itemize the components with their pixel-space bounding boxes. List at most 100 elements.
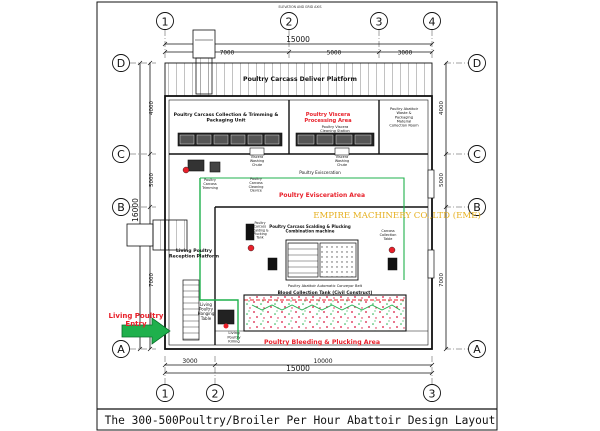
axis-label-right-D: D xyxy=(473,57,481,70)
dim-tick xyxy=(443,151,449,157)
dim-right-seg-1: 4000 xyxy=(439,101,445,115)
dim-tick xyxy=(429,362,435,368)
axis-bubble-left-A xyxy=(112,340,130,358)
axis-label-bottom-3: 3 xyxy=(429,388,436,401)
axis-label-left-A: A xyxy=(117,343,125,356)
blood-tank-conveyor xyxy=(251,304,401,311)
dim-tick xyxy=(147,151,153,157)
equipment xyxy=(121,29,407,345)
dim-tick xyxy=(286,49,292,55)
drawing-title: The 300-500Poultry/Broiler Per Hour Abat… xyxy=(105,414,496,427)
entry-stairs xyxy=(182,279,200,341)
dim-tick xyxy=(162,370,168,376)
dim-tick xyxy=(443,346,449,352)
dim-bottom-seg-2: 10000 xyxy=(313,358,332,365)
axis-bubble-right-D xyxy=(468,54,486,72)
dim-tick xyxy=(162,362,168,368)
green-overhead-line xyxy=(200,177,405,280)
dim-tick xyxy=(376,49,382,55)
axis-bubble-right-A xyxy=(468,340,486,358)
label-deliver-platform: Poultry Carcass Deliver Platform xyxy=(243,76,357,83)
cleaning-device-1 xyxy=(187,159,205,172)
axis-bubble-left-D xyxy=(112,54,130,72)
label-evisceration: Poultry Evisceration xyxy=(299,170,341,175)
dim-left-seg-2: 5000 xyxy=(149,173,155,187)
axis-label-top-1: 1 xyxy=(162,16,169,29)
label-collection-unit: Poultry Carcass Collection & Trimming &P… xyxy=(174,112,279,123)
truck-left-cab xyxy=(126,223,154,247)
axis-bubble-top-1 xyxy=(156,12,174,30)
trimming-table xyxy=(230,134,246,145)
killing-station xyxy=(217,309,235,325)
label-evisceration-area: Poultry Evisceration Area xyxy=(279,192,365,199)
green-conveyor-line xyxy=(199,178,239,340)
dim-tick xyxy=(147,60,153,66)
dim-tick xyxy=(429,41,435,47)
entry-arrow xyxy=(121,317,171,345)
axis-bubble-bottom-3 xyxy=(423,384,441,402)
axis-label-left-B: B xyxy=(117,201,125,214)
truck-top-body xyxy=(195,57,213,95)
plucking-unit xyxy=(319,242,357,278)
dim-tick xyxy=(147,204,153,210)
red-marker-3 xyxy=(388,246,396,254)
washing-chute-1 xyxy=(249,147,265,156)
viscera-table xyxy=(316,134,334,145)
label-blood-tank: Blood Collection Tank (Civil Construct) xyxy=(278,290,373,296)
axis-bubble-left-B xyxy=(112,198,130,216)
red-marker-2 xyxy=(247,244,255,252)
trimming-table xyxy=(179,134,195,145)
dim-bottom-seg-1: 3000 xyxy=(182,358,197,365)
dim-top-seg-1: 7000 xyxy=(220,50,235,57)
red-marker-4 xyxy=(223,323,229,329)
dim-tick xyxy=(162,41,168,47)
collection-table-right xyxy=(387,257,398,271)
dim-tick xyxy=(147,346,153,352)
viscera-line xyxy=(295,132,375,147)
truck-top-cab xyxy=(192,29,216,59)
dim-tick xyxy=(137,60,143,66)
axis-label-right-A: A xyxy=(473,343,481,356)
dim-left-total: 16000 xyxy=(131,198,140,222)
axis-label-left-D: D xyxy=(117,57,125,70)
dim-tick xyxy=(443,204,449,210)
axis-label-right-C: C xyxy=(473,148,481,161)
sheet-frame xyxy=(96,1,498,431)
axis-label-top-3: 3 xyxy=(376,16,383,29)
axis-label-bottom-2: 2 xyxy=(212,388,219,401)
scald-side-2 xyxy=(267,257,278,271)
scald-side-1 xyxy=(245,223,255,241)
axis-bubble-top-3 xyxy=(370,12,388,30)
blood-collection-tank xyxy=(243,294,407,332)
axis-bubble-top-2 xyxy=(280,12,298,30)
watermark-text: EMPIRE MACHINERY CO.,LTD (EME) xyxy=(313,210,481,221)
trimming-table xyxy=(264,134,280,145)
dim-left-seg-1: 4000 xyxy=(149,101,155,115)
dim-bottom-total: 15000 xyxy=(286,364,310,373)
truck-left-body xyxy=(152,219,188,251)
axis-label-left-C: C xyxy=(117,148,125,161)
trimming-table xyxy=(213,134,229,145)
top-note: ELEVATION AND GRID AXIS xyxy=(279,5,322,9)
dim-left-seg-3: 7000 xyxy=(149,273,155,287)
scalding-tank xyxy=(287,242,319,278)
axis-bubble-right-C xyxy=(468,145,486,163)
dim-top-seg-2: 5000 xyxy=(327,50,342,57)
axis-label-top-2: 2 xyxy=(286,16,293,29)
dim-tick xyxy=(429,370,435,376)
room-labels: Poultry Carcass Deliver PlatformPoultry … xyxy=(109,76,481,346)
axis-label-top-4: 4 xyxy=(429,16,436,29)
dim-tick xyxy=(137,346,143,352)
dim-right-seg-2: 5000 xyxy=(439,173,445,187)
